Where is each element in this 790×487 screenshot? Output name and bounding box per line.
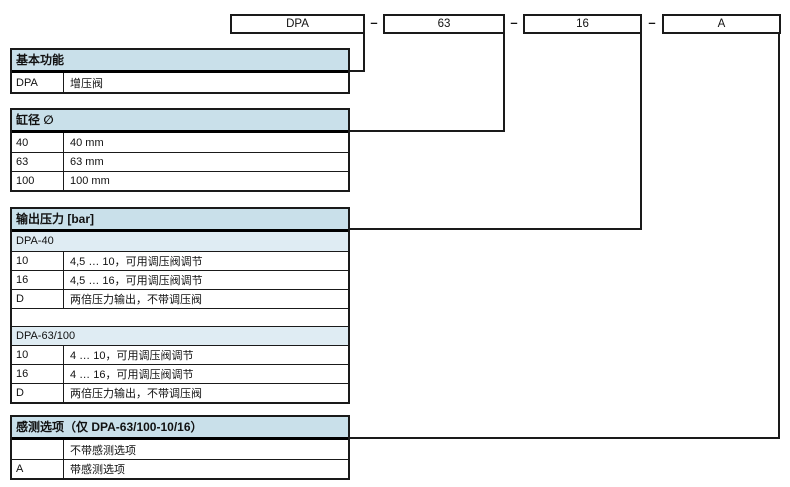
dash-separator-3: – — [648, 15, 656, 30]
code-box-a: A — [662, 14, 781, 34]
code-cell: A — [12, 460, 64, 478]
table-row: 10 4 … 10，可用调压阀调节 — [12, 345, 348, 364]
connector-a-vertical — [778, 33, 780, 439]
table-title-basic-function: 基本功能 — [12, 50, 348, 70]
table-row: 不带感测选项 — [12, 440, 348, 459]
subheader-dpa-63-100: DPA-63/100 — [12, 326, 348, 345]
code-cell — [12, 440, 64, 459]
desc-cell: 4,5 … 10，可用调压阀调节 — [70, 256, 203, 268]
table-row: 10 4,5 … 10，可用调压阀调节 — [12, 251, 348, 270]
dash-separator-1: – — [370, 15, 378, 30]
desc-cell: 两倍压力输出，不带调压阀 — [70, 294, 202, 306]
subheader-dpa-40: DPA-40 — [12, 232, 348, 251]
connector-63-vertical — [503, 33, 505, 132]
table-row: D 两倍压力输出，不带调压阀 — [12, 289, 348, 308]
desc-cell: 4,5 … 16，可用调压阀调节 — [70, 275, 203, 287]
table-row: D 两倍压力输出，不带调压阀 — [12, 383, 348, 402]
desc-cell: 100 mm — [70, 175, 110, 187]
header-divider — [12, 130, 348, 133]
table-row: A 带感测选项 — [12, 459, 348, 478]
desc-cell: 4 … 10，可用调压阀调节 — [70, 350, 194, 362]
header-divider — [12, 70, 348, 73]
connector-16-vertical — [640, 33, 642, 230]
table-output-pressure: 输出压力 [bar] DPA-40 10 4,5 … 10，可用调压阀调节 16… — [10, 207, 350, 404]
dash-separator-2: – — [510, 15, 518, 30]
code-cell: D — [12, 384, 64, 402]
table-basic-function: 基本功能 DPA 增压阀 — [10, 48, 350, 94]
desc-cell: 增压阀 — [70, 77, 103, 90]
code-cell: 10 — [12, 252, 64, 270]
desc-cell: 40 mm — [70, 136, 104, 149]
desc-cell: 带感测选项 — [70, 464, 125, 476]
header-divider — [12, 437, 348, 440]
table-title-piston-diameter: 缸径 ∅ — [12, 110, 348, 130]
code-cell: D — [12, 290, 64, 308]
table-title-sensing-option: 感测选项（仅 DPA-63/100-10/16） — [12, 417, 348, 437]
code-cell: DPA — [12, 73, 64, 92]
code-cell: 40 — [12, 133, 64, 152]
code-cell: 100 — [12, 172, 64, 190]
table-sensing-option: 感测选项（仅 DPA-63/100-10/16） 不带感测选项 A 带感测选项 — [10, 415, 350, 480]
table-row: 100 100 mm — [12, 171, 348, 190]
table-piston-diameter: 缸径 ∅ 40 40 mm 63 63 mm 100 100 mm — [10, 108, 350, 192]
desc-cell: 两倍压力输出，不带调压阀 — [70, 388, 202, 400]
table-row: DPA 增压阀 — [12, 73, 348, 92]
code-cell: 10 — [12, 346, 64, 364]
code-cell: 16 — [12, 271, 64, 289]
connector-dpa-vertical — [363, 33, 365, 72]
connector-16-horizontal — [350, 228, 642, 230]
desc-cell: 4 … 16，可用调压阀调节 — [70, 369, 194, 381]
table-row: 16 4 … 16，可用调压阀调节 — [12, 364, 348, 383]
table-row: 40 40 mm — [12, 133, 348, 152]
connector-a-horizontal — [350, 437, 780, 439]
connector-dpa-horizontal — [350, 70, 365, 72]
code-box-16: 16 — [523, 14, 642, 34]
section-spacer — [12, 308, 348, 326]
table-row: 63 63 mm — [12, 152, 348, 171]
code-box-dpa: DPA — [230, 14, 365, 34]
connector-63-horizontal — [350, 130, 505, 132]
table-title-output-pressure: 输出压力 [bar] — [12, 209, 348, 229]
header-divider — [12, 229, 348, 232]
desc-cell: 63 mm — [70, 156, 104, 168]
code-cell: 16 — [12, 365, 64, 383]
desc-cell: 不带感测选项 — [70, 444, 136, 457]
code-cell: 63 — [12, 153, 64, 171]
table-row: 16 4,5 … 16，可用调压阀调节 — [12, 270, 348, 289]
code-box-63: 63 — [383, 14, 505, 34]
